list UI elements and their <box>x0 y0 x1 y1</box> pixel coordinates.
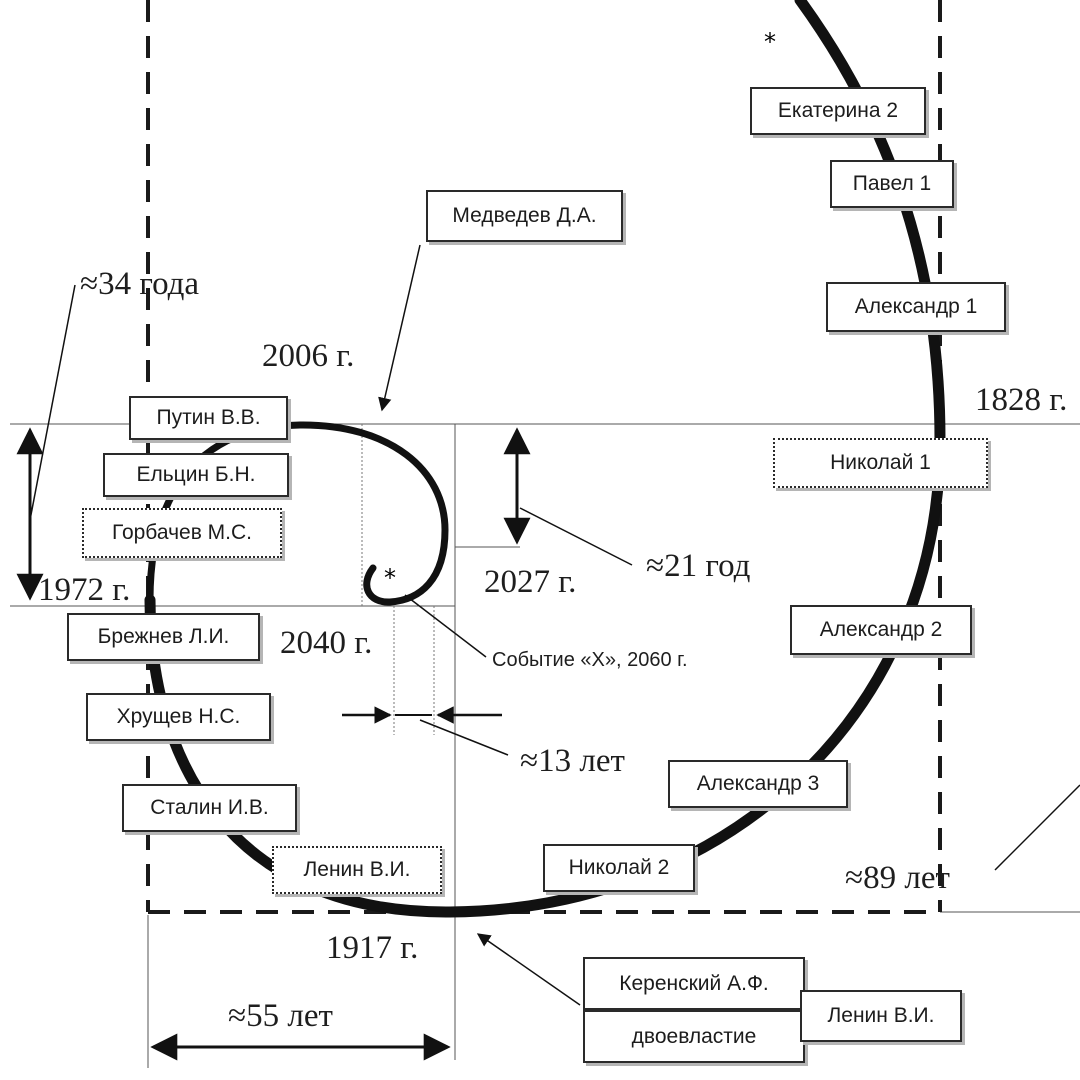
ruler-box-gorbachev: Горбачев М.С. <box>82 508 282 558</box>
arrows <box>16 244 1080 1061</box>
ruler-box-nikolai-1: Николай 1 <box>773 438 988 488</box>
interval-label-89: ≈89 лет <box>845 860 950 896</box>
year-label-2006: 2006 г. <box>262 338 355 374</box>
ruler-box-khrushchev: Хрущев Н.С. <box>86 693 271 741</box>
ruler-box-alexander-3: Александр 3 <box>668 760 848 808</box>
ruler-box-alexander-1: Александр 1 <box>826 282 1006 332</box>
year-label-1972: 1972 г. <box>38 572 131 608</box>
interval-label-55: ≈55 лет <box>228 998 333 1034</box>
star-marker-event-x: * <box>384 564 396 592</box>
interval-label-13: ≈13 лет <box>520 743 625 779</box>
ruler-box-alexander-2: Александр 2 <box>790 605 972 655</box>
arrow-1917 <box>476 933 581 1006</box>
ruler-box-putin: Путин В.В. <box>129 396 288 440</box>
year-label-1917: 1917 г. <box>326 930 419 966</box>
ruler-box-lenin: Ленин В.И. <box>272 846 442 894</box>
leader-13 <box>419 719 509 756</box>
star-marker-top: * <box>764 28 776 56</box>
dashed-axes <box>146 0 942 914</box>
ruler-box-medvedev: Медведев Д.А. <box>426 190 623 242</box>
dotted-lines <box>361 424 435 735</box>
leader-21 <box>519 507 633 566</box>
ruler-box-stalin: Сталин И.В. <box>122 784 297 832</box>
interval-label-34: ≈34 года <box>80 266 200 302</box>
ruler-box-yeltsin: Ельцин Б.Н. <box>103 453 289 497</box>
leader-event-x <box>404 594 487 658</box>
ruler-box-pavel-1: Павел 1 <box>830 160 954 208</box>
ruler-box-nikolai-2: Николай 2 <box>543 844 695 892</box>
ruler-box-brezhnev: Брежнев Л.И. <box>67 613 260 661</box>
leader-34 <box>29 284 76 521</box>
interval-label-21: ≈21 год <box>646 548 751 584</box>
period-box-dual-power: двоевластие <box>583 1010 805 1063</box>
period-box-kerensky: Керенский А.Ф. <box>583 957 805 1010</box>
ruler-box-ekaterina-2: Екатерина 2 <box>750 87 926 135</box>
year-label-2027: 2027 г. <box>484 564 577 600</box>
year-label-1828: 1828 г. <box>975 382 1068 418</box>
year-label-2040: 2040 г. <box>280 625 373 661</box>
period-box-lenin: Ленин В.И. <box>800 990 962 1042</box>
leader-89 <box>994 784 1080 871</box>
arrow-medvedev <box>378 244 421 412</box>
event-x-label: Событие «Х», 2060 г. <box>492 649 688 671</box>
